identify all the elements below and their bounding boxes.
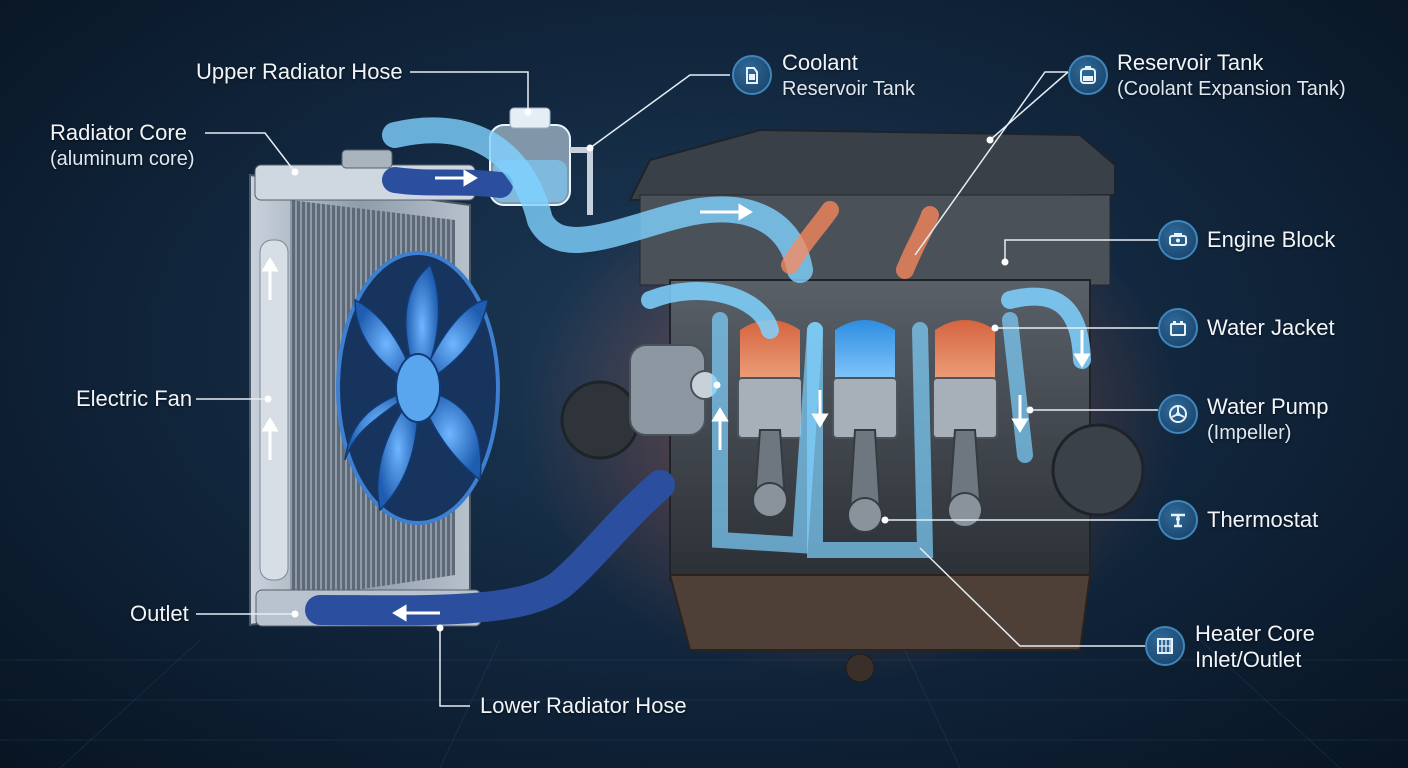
thermostat-icon xyxy=(1158,500,1198,540)
label-heater-core: Heater Core Inlet/Outlet xyxy=(1195,621,1315,672)
leader-dots xyxy=(264,108,1034,632)
tank-icon xyxy=(1068,55,1108,95)
jug-icon xyxy=(732,55,772,95)
flow-arrows xyxy=(261,169,1091,622)
label-radiator-core: Radiator Core (aluminum core) xyxy=(50,120,195,170)
water-pump-housing xyxy=(629,344,720,436)
electric-fan xyxy=(336,251,500,525)
label-coolant-reservoir: Coolant Reservoir Tank xyxy=(782,50,916,100)
engine-icon xyxy=(1158,220,1198,260)
label-outlet: Outlet xyxy=(130,601,189,626)
label-electric-fan: Electric Fan xyxy=(76,386,193,411)
label-reservoir-tank: Reservoir Tank (Coolant Expansion Tank) xyxy=(1117,50,1346,100)
label-engine-block: Engine Block xyxy=(1207,227,1336,252)
label-water-pump: Water Pump (Impeller) xyxy=(1207,394,1329,444)
label-thermostat: Thermostat xyxy=(1207,507,1319,532)
leader-lines xyxy=(196,71,1158,707)
impeller-icon xyxy=(1158,394,1198,434)
label-lower-radiator-hose: Lower Radiator Hose xyxy=(480,693,687,718)
grid-icon xyxy=(1145,626,1185,666)
battery-jacket-icon xyxy=(1158,308,1198,348)
label-water-jacket: Water Jacket xyxy=(1207,315,1335,340)
label-upper-radiator-hose: Upper Radiator Hose xyxy=(196,59,403,84)
